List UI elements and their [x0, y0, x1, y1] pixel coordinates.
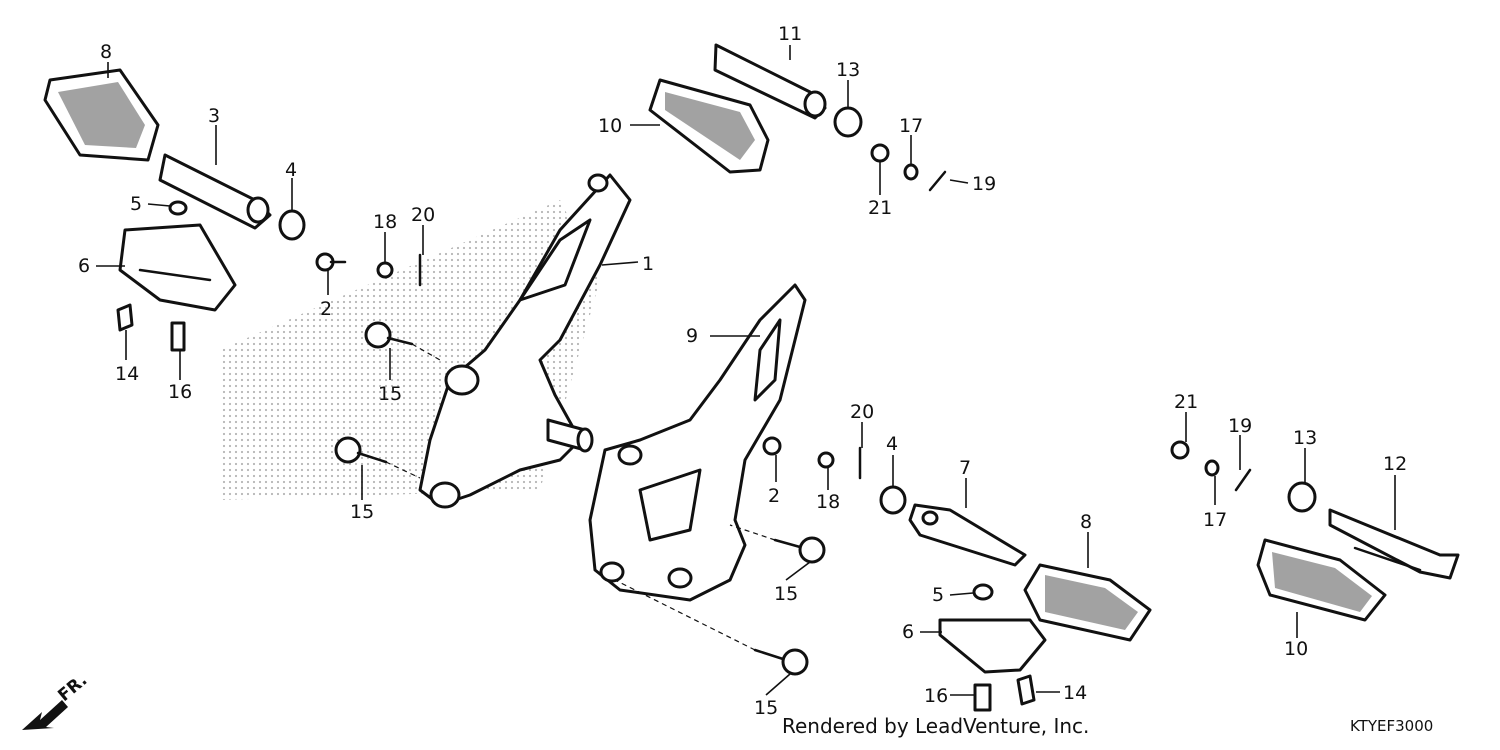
callout-4: 4 [886, 433, 898, 455]
callout-17: 17 [1203, 509, 1227, 531]
part-8-footpeg-rubber-lower[interactable] [1023, 563, 1152, 642]
part-13-washer-upper-right[interactable] [833, 106, 863, 138]
assembly-line [385, 461, 421, 479]
callout-13: 13 [1293, 427, 1317, 449]
part-15-bolt-upper-a[interactable] [364, 321, 414, 349]
callout-16: 16 [924, 685, 948, 707]
callout-5: 5 [130, 193, 142, 215]
part-16-bolt-lower[interactable] [973, 683, 992, 712]
assembly-line [614, 579, 756, 651]
part-10-footpeg-rubber-upper-right[interactable] [648, 78, 770, 174]
part-11-footpeg-upper-right[interactable] [713, 43, 827, 120]
part-4-washer-lower[interactable] [879, 485, 907, 515]
part-18-washer-lower[interactable] [817, 451, 835, 469]
assembly-line [729, 524, 776, 541]
part-6-footpeg-bracket-upper-left[interactable] [118, 223, 237, 312]
part-5-collar-upper-left[interactable] [168, 200, 188, 216]
callout-10: 10 [1284, 638, 1308, 660]
part-10-footpeg-rubber-lower-right[interactable] [1256, 538, 1387, 622]
part-15-bolt-lower-b[interactable] [753, 648, 809, 676]
leader-lines [96, 45, 1396, 696]
callout-17: 17 [899, 115, 923, 137]
callout-15: 15 [350, 501, 374, 523]
part-1-step-holder-bracket[interactable] [418, 173, 632, 509]
part-21-pin-lower-right[interactable] [1170, 440, 1190, 460]
front-direction-indicator: FR. [22, 670, 91, 730]
part-2-pin-upper-left[interactable] [315, 252, 347, 272]
part-17-washer-upper-right[interactable] [903, 163, 919, 181]
part-6-footpeg-bracket-lower[interactable] [938, 618, 1047, 674]
callout-8: 8 [1080, 511, 1092, 533]
callout-18: 18 [373, 211, 397, 233]
part-14-bolt-lower[interactable] [1016, 674, 1036, 706]
callout-21: 21 [1174, 391, 1198, 413]
part-17-washer-lower-right[interactable] [1204, 459, 1220, 477]
callout-11: 11 [778, 23, 802, 45]
callout-8: 8 [100, 41, 112, 63]
part-7-footpeg-lower[interactable] [908, 503, 1027, 567]
direction-label: FR. [54, 670, 91, 706]
front-arrow-icon [22, 700, 68, 730]
callout-2: 2 [768, 485, 780, 507]
callout-9: 9 [686, 325, 698, 347]
callout-1: 1 [642, 253, 654, 275]
callout-19: 19 [972, 173, 996, 195]
part-8-footpeg-rubber-upper-left[interactable] [43, 68, 160, 162]
part-19-cotter-pin-lower-right[interactable] [1234, 468, 1252, 492]
callout-19: 19 [1228, 415, 1252, 437]
diagram-code: KTYEF3000 [1350, 717, 1433, 735]
callout-15: 15 [754, 697, 778, 719]
callout-13: 13 [836, 59, 860, 81]
callout-3: 3 [208, 105, 220, 127]
part-12-footpeg-lower-right[interactable] [1328, 508, 1460, 580]
part-19-cotter-pin-upper-right[interactable] [928, 170, 947, 192]
callout-14: 14 [115, 363, 139, 385]
part-16-bolt-upper-left[interactable] [170, 321, 186, 352]
callout-15: 15 [774, 583, 798, 605]
callout-7: 7 [959, 457, 971, 479]
callout-10: 10 [598, 115, 622, 137]
part-9-step-holder-bracket[interactable] [588, 283, 807, 602]
callout-2: 2 [320, 298, 332, 320]
callout-21: 21 [868, 197, 892, 219]
callout-20: 20 [411, 204, 435, 226]
callout-6: 6 [78, 255, 90, 277]
callout-6: 6 [902, 621, 914, 643]
part-13-washer-lower-right[interactable] [1287, 481, 1317, 513]
part-15-bolt-lower-a[interactable] [773, 536, 826, 564]
callout-18: 18 [816, 491, 840, 513]
part-18-washer-upper-left[interactable] [376, 261, 394, 279]
part-2-pin-lower[interactable] [762, 436, 782, 456]
callout-12: 12 [1383, 453, 1407, 475]
part-5-collar-lower[interactable] [972, 583, 994, 601]
callout-16: 16 [168, 381, 192, 403]
part-14-bolt-upper-left[interactable] [116, 303, 134, 332]
callout-5: 5 [932, 584, 944, 606]
callout-4: 4 [285, 159, 297, 181]
callout-20: 20 [850, 401, 874, 423]
callout-labels: 8 3 4 5 6 2 18 20 1 14 16 15 15 9 10 11 … [78, 23, 1407, 719]
part-15-bolt-upper-b[interactable] [334, 436, 388, 464]
part-21-pin-upper-right[interactable] [870, 143, 890, 163]
callout-14: 14 [1063, 682, 1087, 704]
credit-text: Rendered by LeadVenture, Inc. [782, 714, 1089, 738]
part-3-footpeg-upper-left[interactable] [158, 153, 272, 230]
callout-15: 15 [378, 383, 402, 405]
part-4-washer-upper-left[interactable] [278, 209, 306, 241]
